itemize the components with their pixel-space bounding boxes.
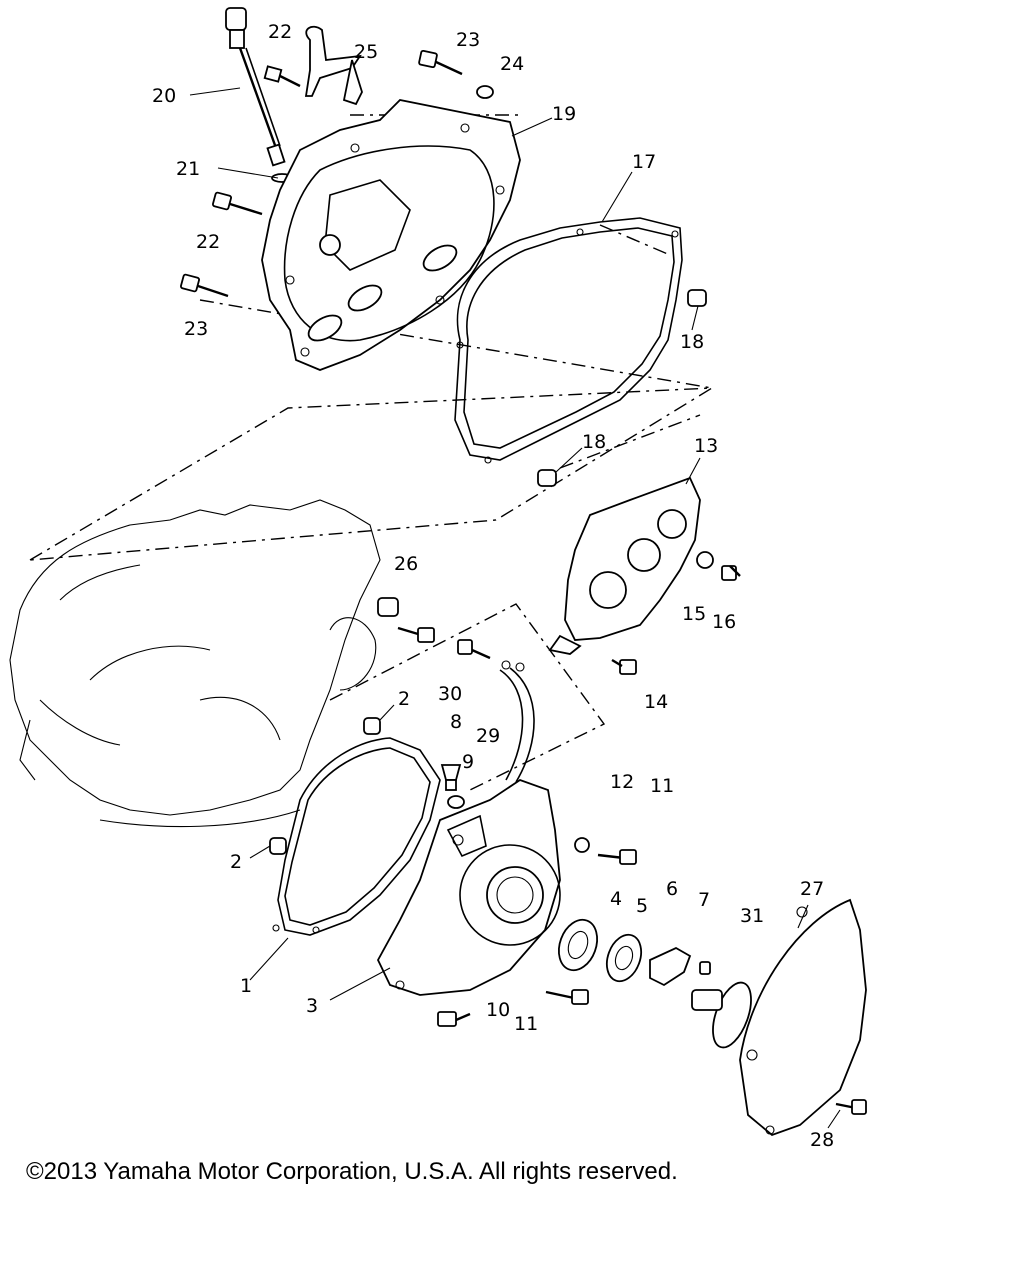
washer-24 [476, 85, 494, 99]
callout-13: 13 [694, 435, 718, 457]
leader-lines [189, 87, 841, 1129]
shaft-31 [691, 981, 752, 1049]
gasket-1 [272, 737, 441, 936]
o-ring-9 [447, 795, 465, 809]
callout-1: 1 [240, 975, 252, 997]
callout-5: 5 [636, 895, 648, 917]
callout-4: 4 [610, 888, 622, 910]
callout-23: 23 [184, 318, 208, 340]
bolt-22-left [212, 191, 263, 216]
callout-3: 3 [306, 995, 318, 1017]
bolt-30 [457, 639, 491, 660]
washer-12 [574, 837, 590, 853]
oil-seal-5 [605, 933, 643, 983]
copyright-notice: ©2013 Yamaha Motor Corporation, U.S.A. A… [26, 1158, 678, 1185]
callout-18: 18 [680, 331, 704, 353]
sprocket-cover-13 [548, 476, 701, 655]
dowel-2-left [269, 837, 287, 855]
washer-15 [696, 551, 714, 569]
clutch-lever-25 [304, 25, 363, 106]
callout-11: 11 [650, 775, 674, 797]
callout-2: 2 [398, 688, 410, 710]
gasket-17 [454, 217, 683, 464]
callout-29: 29 [476, 725, 500, 747]
bolt-14 [611, 658, 637, 675]
plug-8 [440, 764, 462, 791]
bolt-28 [835, 1099, 867, 1115]
callout-28: 28 [810, 1129, 834, 1150]
plate-6 [649, 946, 692, 987]
dowel-2-top [363, 717, 381, 735]
crankcase-cover-3 [376, 779, 561, 996]
dowel-18-top [687, 289, 707, 307]
callout-26: 26 [394, 553, 418, 575]
callout-11: 11 [514, 1013, 538, 1035]
bolt-26 [397, 626, 435, 643]
callout-18: 18 [582, 431, 606, 453]
callout-27: 27 [800, 878, 824, 900]
callout-7: 7 [698, 889, 710, 911]
bolt-11-upper [597, 849, 637, 865]
callout-15: 15 [682, 603, 706, 625]
callout-30: 30 [438, 683, 462, 705]
callout-2: 2 [230, 851, 242, 873]
bolt-10 [437, 1011, 471, 1027]
exploded-parts-diagram: 22 25 23 24 20 19 17 21 22 23 18 18 13 2… [9, 7, 867, 1150]
callout-19: 19 [552, 103, 576, 125]
callout-16: 16 [712, 611, 736, 633]
callout-14: 14 [644, 691, 668, 713]
bolt-23-top [418, 49, 463, 76]
callout-21: 21 [176, 158, 200, 180]
callout-24: 24 [500, 53, 524, 75]
callout-12: 12 [610, 771, 634, 793]
dowel-18-mid [537, 469, 557, 487]
bolt-22-top [263, 65, 301, 88]
clutch-cover [261, 99, 521, 371]
screw-7 [699, 961, 711, 975]
callout-labels: 22 25 23 24 20 19 17 21 22 23 18 18 13 2… [152, 21, 834, 1150]
callout-22: 22 [268, 21, 292, 43]
callout-8: 8 [450, 711, 462, 733]
bolt-11-lower [545, 989, 589, 1005]
callout-22: 22 [196, 231, 220, 253]
hose-29 [499, 660, 535, 783]
crankcase-outline [9, 499, 381, 828]
callout-23: 23 [456, 29, 480, 51]
callout-31: 31 [740, 905, 764, 927]
collar-26 [377, 597, 399, 617]
cover-27 [739, 898, 867, 1137]
callout-10: 10 [486, 999, 510, 1021]
bearing-4 [557, 918, 599, 972]
callout-9: 9 [462, 751, 474, 773]
callout-25: 25 [354, 41, 378, 63]
callout-17: 17 [632, 151, 656, 173]
bolt-16 [721, 565, 741, 581]
dipstick [225, 7, 286, 167]
bolt-23-left [180, 273, 229, 298]
callout-6: 6 [666, 878, 678, 900]
callout-20: 20 [152, 85, 176, 107]
